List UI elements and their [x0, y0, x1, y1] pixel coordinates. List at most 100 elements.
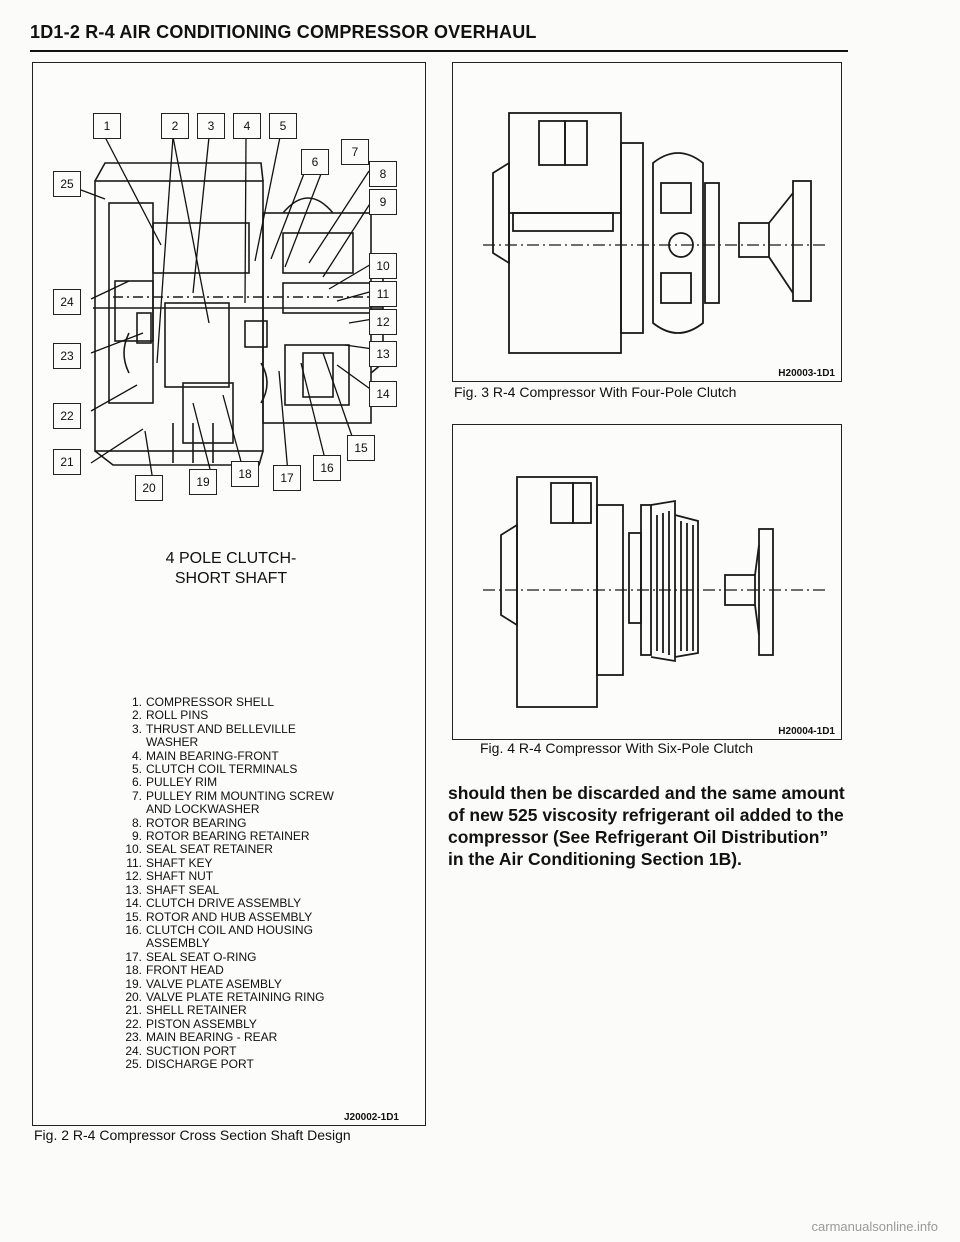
part-number: 13.	[125, 882, 142, 897]
part-name: VALVE PLATE RETAINING RING	[146, 989, 325, 1004]
parts-list-item: 1.COMPRESSOR SHELL	[118, 695, 334, 709]
callout-6: 6	[301, 149, 329, 175]
callout-2: 2	[161, 113, 189, 139]
part-name: MAIN BEARING-FRONT	[146, 748, 279, 763]
part-name: SHELL RETAINER	[146, 1003, 247, 1018]
callout-5: 5	[269, 113, 297, 139]
parts-list-item: AND LOCKWASHER	[118, 803, 334, 816]
callout-7: 7	[341, 139, 369, 165]
fig4-diagram	[483, 476, 828, 708]
part-number: 6.	[131, 775, 142, 790]
callout-14: 14	[369, 381, 397, 407]
callout-22: 22	[53, 403, 81, 429]
part-name: PISTON ASSEMBLY	[146, 1016, 257, 1031]
part-name: WASHER	[146, 735, 199, 750]
callout-12: 12	[369, 309, 397, 335]
callout-18: 18	[231, 461, 259, 487]
part-number: 18.	[125, 963, 142, 978]
part-name: SEAL SEAT RETAINER	[146, 842, 273, 857]
part-name: THRUST AND BELLEVILLE	[146, 721, 296, 736]
parts-list-item: 20. VALVE PLATE RETAINING RING	[118, 989, 334, 1004]
part-number: 19.	[125, 976, 142, 991]
fig2-caption: Fig. 2 R-4 Compressor Cross Section Shaf…	[34, 1127, 351, 1143]
parts-list-item: 17.SEAL SEAT O-RING	[118, 949, 334, 964]
part-name: CLUTCH COIL AND HOUSING	[146, 922, 313, 937]
parts-list-item: 6.PULLEY RIM	[118, 775, 334, 790]
part-name: SEAL SEAT O-RING	[146, 949, 257, 964]
callout-11: 11	[369, 281, 397, 307]
parts-list-item: 3. THRUST AND BELLEVILLE	[118, 721, 334, 736]
part-name: CLUTCH COIL TERMINALS	[146, 762, 298, 777]
callout-3: 3	[197, 113, 225, 139]
part-name: PULLEY RIM MOUNTING SCREW	[146, 788, 334, 803]
fig3-diagram	[483, 112, 828, 354]
part-number: 7.	[131, 788, 142, 803]
part-number: 9.	[131, 829, 142, 844]
callout-19: 19	[189, 469, 217, 495]
parts-list-item: ASSEMBLY	[118, 937, 334, 950]
part-number: 15.	[125, 909, 142, 924]
part-name: ROTOR BEARING	[146, 815, 247, 830]
callout-9: 9	[369, 189, 397, 215]
part-name: ROTOR BEARING RETAINER	[146, 829, 310, 844]
callout-21: 21	[53, 449, 81, 475]
callout-15: 15	[347, 435, 375, 461]
parts-list-item: 23. MAIN BEARING - REAR	[118, 1030, 334, 1045]
fig2-diagram	[72, 136, 393, 482]
part-number: 2.	[131, 708, 142, 723]
callout-25: 25	[53, 171, 81, 197]
part-name: MAIN BEARING - REAR	[146, 1030, 278, 1045]
parts-list-item: 19.VALVE PLATE ASEMBLY	[118, 976, 334, 991]
fig2-panel: 1 2 3 4 5 6 7 8 9 10 11 12 13 14 15 16 1…	[32, 62, 426, 1126]
part-number: 23.	[125, 1030, 142, 1045]
part-name: SUCTION PORT	[146, 1043, 237, 1058]
part-name: SHAFT SEAL	[146, 882, 220, 897]
callout-17: 17	[273, 465, 301, 491]
parts-list-item: 13. SHAFT SEAL	[118, 882, 334, 897]
part-name: FRONT HEAD	[146, 963, 224, 978]
diagram-label-line1: 4 POLE CLUTCH-	[165, 550, 297, 567]
fig4-caption: Fig. 4 R-4 Compressor With Six-Pole Clut…	[480, 740, 754, 756]
parts-list-item: 11.SHAFT KEY	[118, 855, 334, 870]
page-header-title: 1D1-2 R-4 AIR CONDITIONING COMPRESSOR OV…	[30, 22, 537, 42]
part-name: ROTOR AND HUB ASSEMBLY	[146, 909, 313, 924]
diagram-label: 4 POLE CLUTCH- SHORT SHAFT	[141, 549, 321, 589]
parts-list-item: 12. SHAFT NUT	[118, 869, 334, 884]
part-number: 8.	[131, 815, 142, 830]
callout-24: 24	[53, 289, 81, 315]
part-number: 3.	[131, 721, 142, 736]
parts-list-item: 14. CLUTCH DRIVE ASSEMBLY	[118, 896, 334, 911]
parts-list-item: 18. FRONT HEAD	[118, 963, 334, 978]
diagram-label-line2: SHORT SHAFT	[174, 570, 288, 587]
part-number: 21.	[125, 1003, 142, 1018]
part-name: DISCHARGE PORT	[146, 1056, 254, 1071]
footer-watermark: carmanualsonline.info	[811, 1219, 938, 1234]
part-name: CLUTCH DRIVE ASSEMBLY	[146, 896, 302, 911]
part-name: SHAFT NUT	[146, 869, 214, 884]
callout-23: 23	[53, 343, 81, 369]
part-number: 1.	[131, 695, 142, 709]
callout-13: 13	[369, 341, 397, 367]
part-number: 14.	[125, 896, 142, 911]
part-name: AND LOCKWASHER	[146, 802, 260, 817]
parts-list-item: 16.CLUTCH COIL AND HOUSING	[118, 922, 334, 937]
parts-list-item: 5. CLUTCH COIL TERMINALS	[118, 762, 334, 777]
header-rule	[30, 50, 848, 52]
part-number: 22.	[125, 1016, 142, 1031]
parts-list-item: 10.SEAL SEAT RETAINER	[118, 842, 334, 857]
fig3-code: H20003-1D1	[778, 368, 835, 379]
parts-list-item: 22. PISTON ASSEMBLY	[118, 1016, 334, 1031]
parts-list-item: WASHER	[118, 736, 334, 749]
callout-16: 16	[313, 455, 341, 481]
part-name: SHAFT KEY	[146, 855, 213, 870]
callout-8: 8	[369, 161, 397, 187]
parts-list-item: 24.SUCTION PORT	[118, 1043, 334, 1058]
fig2-code: J20002-1D1	[343, 1112, 399, 1123]
part-number: 25.	[125, 1056, 142, 1071]
parts-list-item: 7. PULLEY RIM MOUNTING SCREW	[118, 788, 334, 803]
callout-10: 10	[369, 253, 397, 279]
part-number: 12.	[125, 869, 142, 884]
fig4-code: H20004-1D1	[778, 726, 835, 737]
part-number: 20.	[125, 989, 142, 1004]
part-number: 5.	[131, 762, 142, 777]
